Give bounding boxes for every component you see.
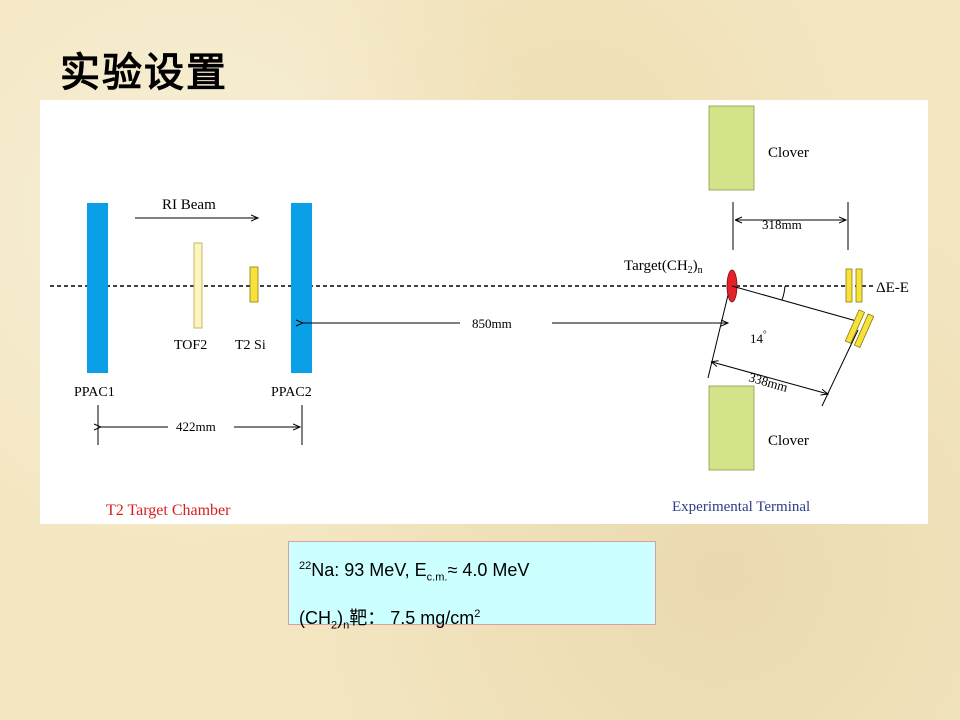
ch-subscript-n: n bbox=[343, 619, 350, 632]
target-label-close: ) bbox=[693, 258, 698, 274]
page-title: 实验设置 bbox=[60, 50, 228, 96]
ppac1-detector bbox=[87, 203, 108, 373]
ch-subscript-2: 2 bbox=[331, 619, 338, 632]
tof2-label: TOF2 bbox=[174, 338, 207, 353]
de-e-detector-1 bbox=[845, 268, 853, 303]
clover-top-detector bbox=[708, 105, 755, 191]
clover-top-label: Clover bbox=[768, 145, 809, 161]
angle-value: 14 bbox=[750, 331, 764, 346]
reaction-line: 22Na: 93 MeV, Ec.m.≈ 4.0 MeV bbox=[299, 548, 655, 596]
paren-close: ) bbox=[337, 607, 344, 628]
t2-si-label: T2 Si bbox=[235, 338, 266, 353]
tof2-detector bbox=[193, 242, 203, 329]
angle-degree: ° bbox=[763, 329, 767, 339]
thickness-text: 靶： 7.5 mg/cm bbox=[349, 607, 475, 628]
ppac2-detector bbox=[291, 203, 312, 373]
dim-422-label: 422mm bbox=[176, 419, 216, 434]
beam-label: RI Beam bbox=[162, 197, 216, 213]
dim-338-arrow bbox=[712, 362, 828, 394]
target-label: Target(CH2)n bbox=[624, 258, 703, 276]
ppac1-label: PPAC1 bbox=[74, 385, 115, 400]
cm-subscript: c.m. bbox=[426, 571, 448, 584]
dim-850-label: 850mm bbox=[472, 316, 512, 331]
reaction-info-box: 22Na: 93 MeV, Ec.m.≈ 4.0 MeV (CH2)n靶： 7.… bbox=[288, 541, 656, 631]
ppac2-label: PPAC2 bbox=[271, 385, 312, 400]
setup-diagram: RI Beam PPAC1 TOF2 T2 Si PPAC2 422mm 850… bbox=[40, 100, 928, 524]
scatter-line bbox=[731, 285, 861, 323]
target-label-sub: 2 bbox=[688, 265, 693, 276]
terminal-label: Experimental Terminal bbox=[672, 499, 810, 515]
dim-318-label: 318mm bbox=[762, 217, 802, 232]
tilted-detector-2 bbox=[853, 313, 875, 348]
target-thickness-line: (CH2)n靶： 7.5 mg/cm2 bbox=[299, 596, 655, 644]
t2-si-detector bbox=[249, 266, 259, 303]
setup-diagram-svg: RI Beam PPAC1 TOF2 T2 Si PPAC2 422mm 850… bbox=[50, 105, 909, 519]
chamber-label: T2 Target Chamber bbox=[106, 502, 231, 519]
de-e-detector-2 bbox=[855, 268, 863, 303]
cm-superscript: 2 bbox=[474, 607, 481, 620]
dim-338-tick-right bbox=[821, 329, 859, 407]
isotope-mass: 22 bbox=[299, 560, 312, 572]
angle-label: 14° bbox=[750, 329, 767, 346]
reaction-text: Na: 93 MeV, E bbox=[311, 560, 427, 580]
clover-bottom-detector bbox=[708, 385, 755, 471]
tilted-telescope bbox=[844, 309, 875, 348]
target-label-n: n bbox=[698, 265, 703, 276]
target-label-main: Target(CH bbox=[624, 258, 688, 274]
energy-text: ≈ 4.0 MeV bbox=[447, 560, 530, 580]
tilted-detector-1 bbox=[844, 309, 866, 344]
ch-text: (CH bbox=[299, 607, 331, 628]
angle-arc bbox=[781, 285, 786, 301]
clover-bottom-label: Clover bbox=[768, 433, 809, 449]
de-e-label: ΔE-E bbox=[876, 280, 909, 296]
